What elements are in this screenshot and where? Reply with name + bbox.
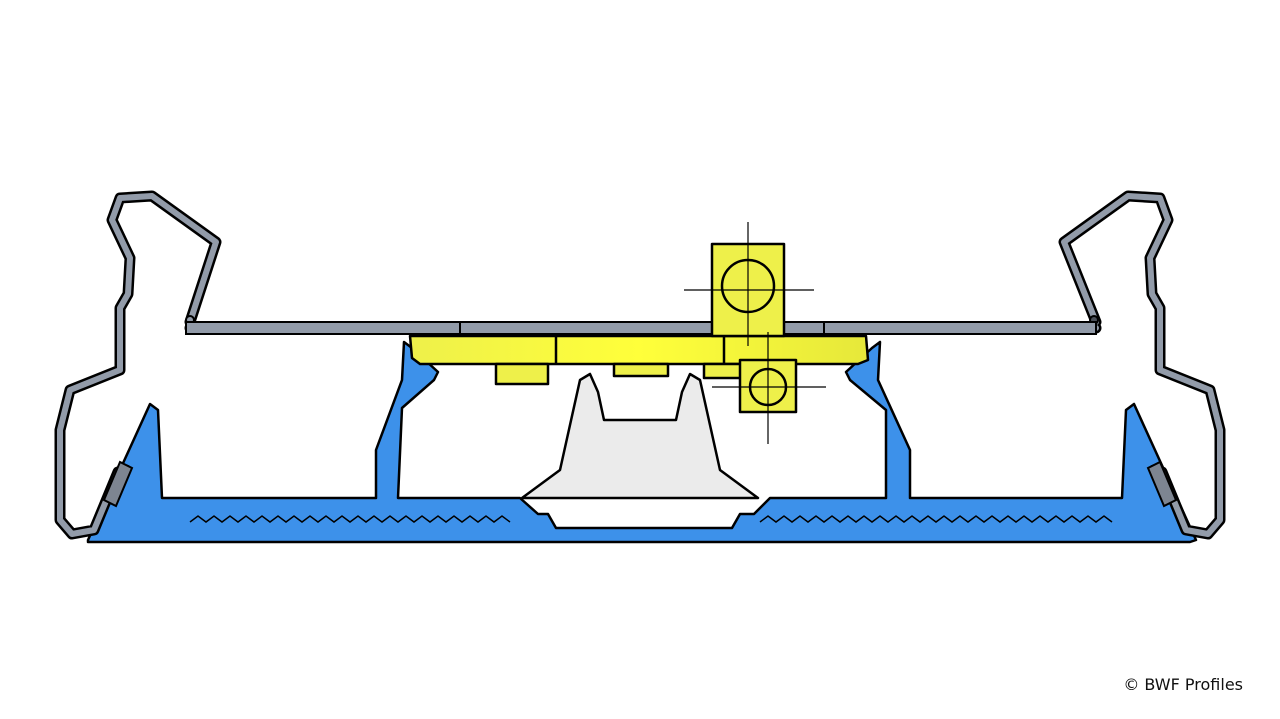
clamp-foot-right bbox=[702, 362, 746, 380]
base-profile-body bbox=[86, 340, 1198, 544]
clamp-foot-left bbox=[494, 362, 550, 386]
clip-stud-left bbox=[102, 460, 134, 508]
seal-insert bbox=[520, 372, 760, 500]
copyright-credit: © BWF Profiles bbox=[1123, 675, 1243, 694]
cover-plate bbox=[185, 321, 1097, 335]
clip-stud-right bbox=[1146, 460, 1178, 508]
base-profile bbox=[86, 340, 1198, 544]
centerlines bbox=[684, 222, 826, 444]
clamp-bar bbox=[408, 334, 870, 366]
base-profile-serrations bbox=[189, 515, 1113, 523]
clamp-foot-center bbox=[612, 362, 670, 378]
